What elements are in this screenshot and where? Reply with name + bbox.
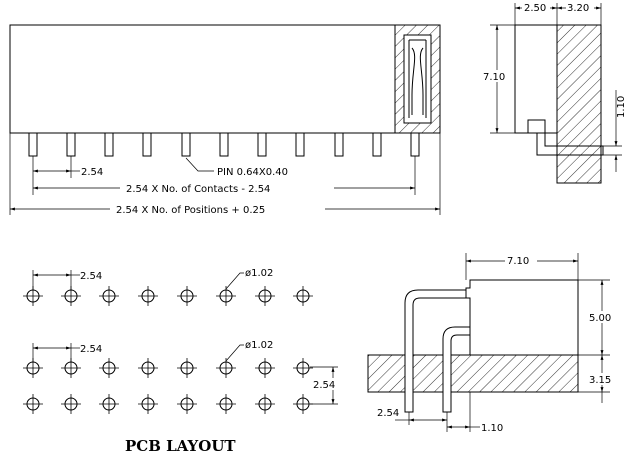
pcb-layout-title: PCB LAYOUT [125,437,236,455]
pcb-hole [138,286,158,306]
pcb-hole [255,286,275,306]
board [367,354,579,393]
pcb-hole-top: ø1.02 [245,268,273,279]
pcb-hole [255,394,275,414]
ra-height: 5.00 [589,313,611,324]
pcb-hole [293,394,313,414]
pcb-hole [138,394,158,414]
pcb-hole [293,286,313,306]
side-pin-offset: 1.10 [616,96,627,118]
pcb-hole [177,358,197,378]
front-view: 2.54 PIN 0.64X0.40 2.54 X No. of Contact… [9,24,441,216]
ra-offset: 1.10 [481,423,503,434]
pcb-hole [61,394,81,414]
pcb-row-pitch: 2.54 [313,380,335,391]
positions-formula-label: 2.54 X No. of Positions + 0.25 [116,205,265,216]
side-pcb [556,24,602,184]
front-pins [28,132,420,157]
pcb-hole [99,358,119,378]
pcb-hole [177,286,197,306]
front-pitch-label: 2.54 [81,167,103,178]
pcb-hole [99,286,119,306]
ra-board: 3.15 [589,375,611,386]
pcb-hole [293,358,313,378]
pcb-hole [138,358,158,378]
pcb-hole [216,394,236,414]
pin-size-label: PIN 0.64X0.40 [217,167,288,178]
pcb-hole [255,358,275,378]
pcb-hole [216,286,236,306]
right-angle-view: 7.10 5.00 3.15 2.54 1.10 [367,253,618,434]
pcb-hole [177,394,197,414]
side-height: 7.10 [483,72,505,83]
pcb-pitch-mid: 2.54 [80,344,102,355]
pcb-hole [99,394,119,414]
pcb-hole [216,358,236,378]
pcb-hole-mid: ø1.02 [245,340,273,351]
side-width-a: 2.50 [524,3,546,14]
side-view: 2.50 3.20 7.10 1.10 [482,2,627,184]
pcb-pitch-top: 2.54 [80,271,102,282]
ra-pitch: 2.54 [377,408,399,419]
ra-length: 7.10 [507,256,529,267]
connector-body [9,24,441,134]
contacts-formula-label: 2.54 X No. of Contacts - 2.54 [126,184,270,195]
pcb-hole [23,394,43,414]
side-width-b: 3.20 [567,3,589,14]
section-cutaway [394,24,441,134]
pcb-layout: 2.54 ø1.02 2.54 ø1.02 2.54 PCB LAYOUT [23,268,338,455]
